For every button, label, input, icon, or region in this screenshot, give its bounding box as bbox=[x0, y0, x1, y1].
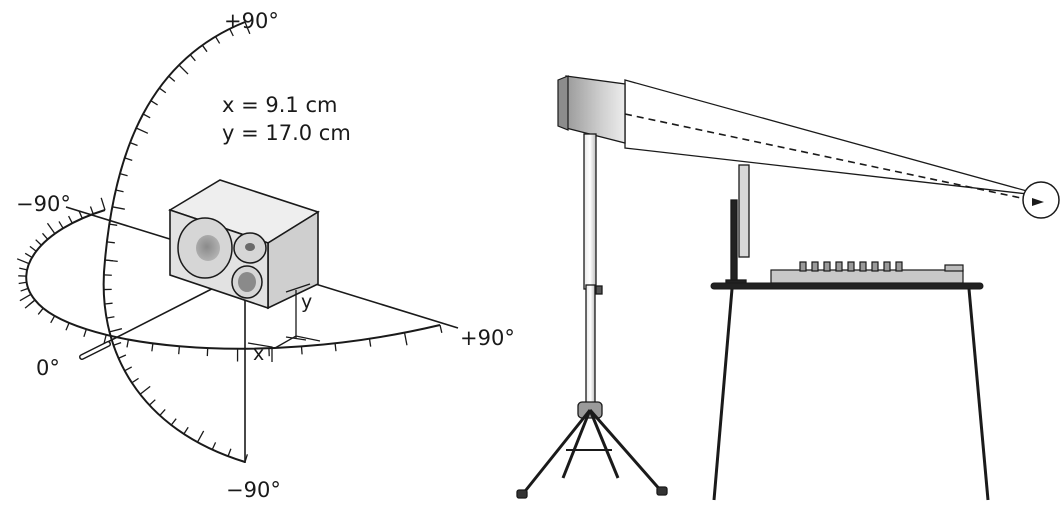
microphone-rod bbox=[79, 341, 111, 360]
tick-mark bbox=[439, 324, 443, 333]
tick-mark bbox=[150, 100, 158, 106]
tick-mark bbox=[29, 245, 37, 252]
horizontal-arc-ticks bbox=[16, 197, 443, 362]
tick-mark bbox=[35, 239, 42, 246]
tick-mark bbox=[16, 258, 30, 265]
monitor bbox=[725, 164, 750, 286]
tick-mark bbox=[229, 28, 234, 37]
beam-axis bbox=[624, 113, 1041, 203]
tick-mark bbox=[135, 127, 149, 134]
angle-right-label: +90° bbox=[460, 326, 515, 350]
tick-mark bbox=[151, 343, 154, 352]
beam-setup-figure bbox=[516, 75, 1060, 501]
tick-mark bbox=[58, 221, 64, 229]
tick-mark bbox=[68, 215, 73, 224]
tick-mark bbox=[109, 328, 123, 333]
tick-mark bbox=[24, 299, 36, 309]
angle-front-label: 0° bbox=[36, 356, 60, 380]
tick-mark bbox=[244, 21, 251, 35]
tick-mark bbox=[41, 232, 49, 240]
table bbox=[710, 282, 990, 501]
tick-mark bbox=[119, 173, 128, 177]
mixer-knob bbox=[799, 261, 807, 272]
tick-mark bbox=[83, 329, 87, 338]
mixer-console bbox=[770, 261, 964, 284]
tick-mark bbox=[37, 307, 44, 315]
horizontal-arc bbox=[25, 209, 441, 350]
speaker-stand bbox=[516, 133, 668, 499]
tick-mark bbox=[142, 113, 151, 119]
tick-mark bbox=[113, 342, 122, 346]
tick-mark bbox=[300, 346, 303, 355]
tick-mark bbox=[403, 332, 408, 346]
tick-mark bbox=[19, 293, 32, 302]
vertical-arc-ticks bbox=[103, 21, 251, 463]
angle-left-label: −90° bbox=[16, 192, 71, 216]
mixer-knob bbox=[859, 261, 867, 272]
tick-mark bbox=[168, 75, 176, 82]
tick-mark bbox=[159, 409, 166, 416]
tick-mark bbox=[158, 87, 167, 94]
tick-mark bbox=[115, 189, 124, 193]
tick-mark bbox=[189, 54, 196, 62]
mixer-knob bbox=[847, 261, 855, 272]
tick-mark bbox=[196, 430, 205, 443]
tick-mark bbox=[183, 426, 189, 435]
horn-speaker bbox=[557, 75, 626, 144]
mixer-knob bbox=[835, 261, 843, 272]
tick-mark bbox=[211, 442, 217, 450]
tick-mark bbox=[170, 418, 177, 426]
tick-mark bbox=[19, 267, 28, 271]
tick-mark bbox=[104, 259, 118, 262]
tick-mark bbox=[104, 302, 113, 305]
tick-mark bbox=[100, 197, 106, 211]
mixer-knob bbox=[823, 261, 831, 272]
tick-mark bbox=[106, 316, 115, 319]
tick-mark bbox=[178, 64, 189, 75]
dimension-x-label: x bbox=[253, 343, 264, 365]
mixer-knob bbox=[895, 261, 903, 272]
tick-mark bbox=[334, 343, 337, 352]
tick-mark bbox=[139, 385, 151, 395]
mixer-knob bbox=[871, 261, 879, 272]
angle-bottom-label: −90° bbox=[226, 478, 281, 502]
tick-mark bbox=[106, 241, 115, 244]
tick-mark bbox=[124, 366, 133, 372]
measure-x-text: x = 9.1 cm bbox=[222, 93, 337, 117]
tick-mark bbox=[201, 44, 208, 53]
tick-mark bbox=[46, 222, 56, 235]
tick-mark bbox=[368, 338, 372, 347]
tick-mark bbox=[129, 142, 138, 147]
dimension-x bbox=[247, 335, 321, 362]
tick-mark bbox=[118, 354, 127, 359]
speaker-cabinet bbox=[168, 179, 320, 310]
tick-mark bbox=[18, 281, 27, 285]
tick-mark bbox=[78, 210, 83, 219]
dimension-y-label: y bbox=[301, 291, 312, 313]
mixer-knob bbox=[883, 261, 891, 272]
angle-top-label: +90° bbox=[224, 9, 279, 33]
sound-beam bbox=[624, 79, 1046, 197]
mixer-knob bbox=[811, 261, 819, 272]
tick-mark bbox=[112, 206, 125, 210]
tick-mark bbox=[24, 252, 33, 258]
tick-mark bbox=[131, 377, 139, 384]
tick-mark bbox=[227, 448, 232, 457]
tick-mark bbox=[20, 287, 29, 292]
tick-mark bbox=[65, 322, 70, 331]
microphone bbox=[1022, 181, 1060, 219]
tick-mark bbox=[148, 399, 156, 406]
tick-mark bbox=[109, 223, 118, 226]
polar-measurement-figure: y x +90° −90° −90° +90° 0° x = 9.1 cm y … bbox=[16, 9, 515, 502]
tick-mark bbox=[124, 157, 133, 161]
tick-mark bbox=[214, 36, 221, 44]
tick-mark bbox=[178, 346, 181, 355]
tick-mark bbox=[89, 206, 94, 215]
tick-mark bbox=[126, 339, 130, 348]
dimension-y bbox=[285, 283, 311, 341]
tick-mark bbox=[50, 315, 56, 324]
measure-y-text: y = 17.0 cm bbox=[222, 121, 351, 145]
